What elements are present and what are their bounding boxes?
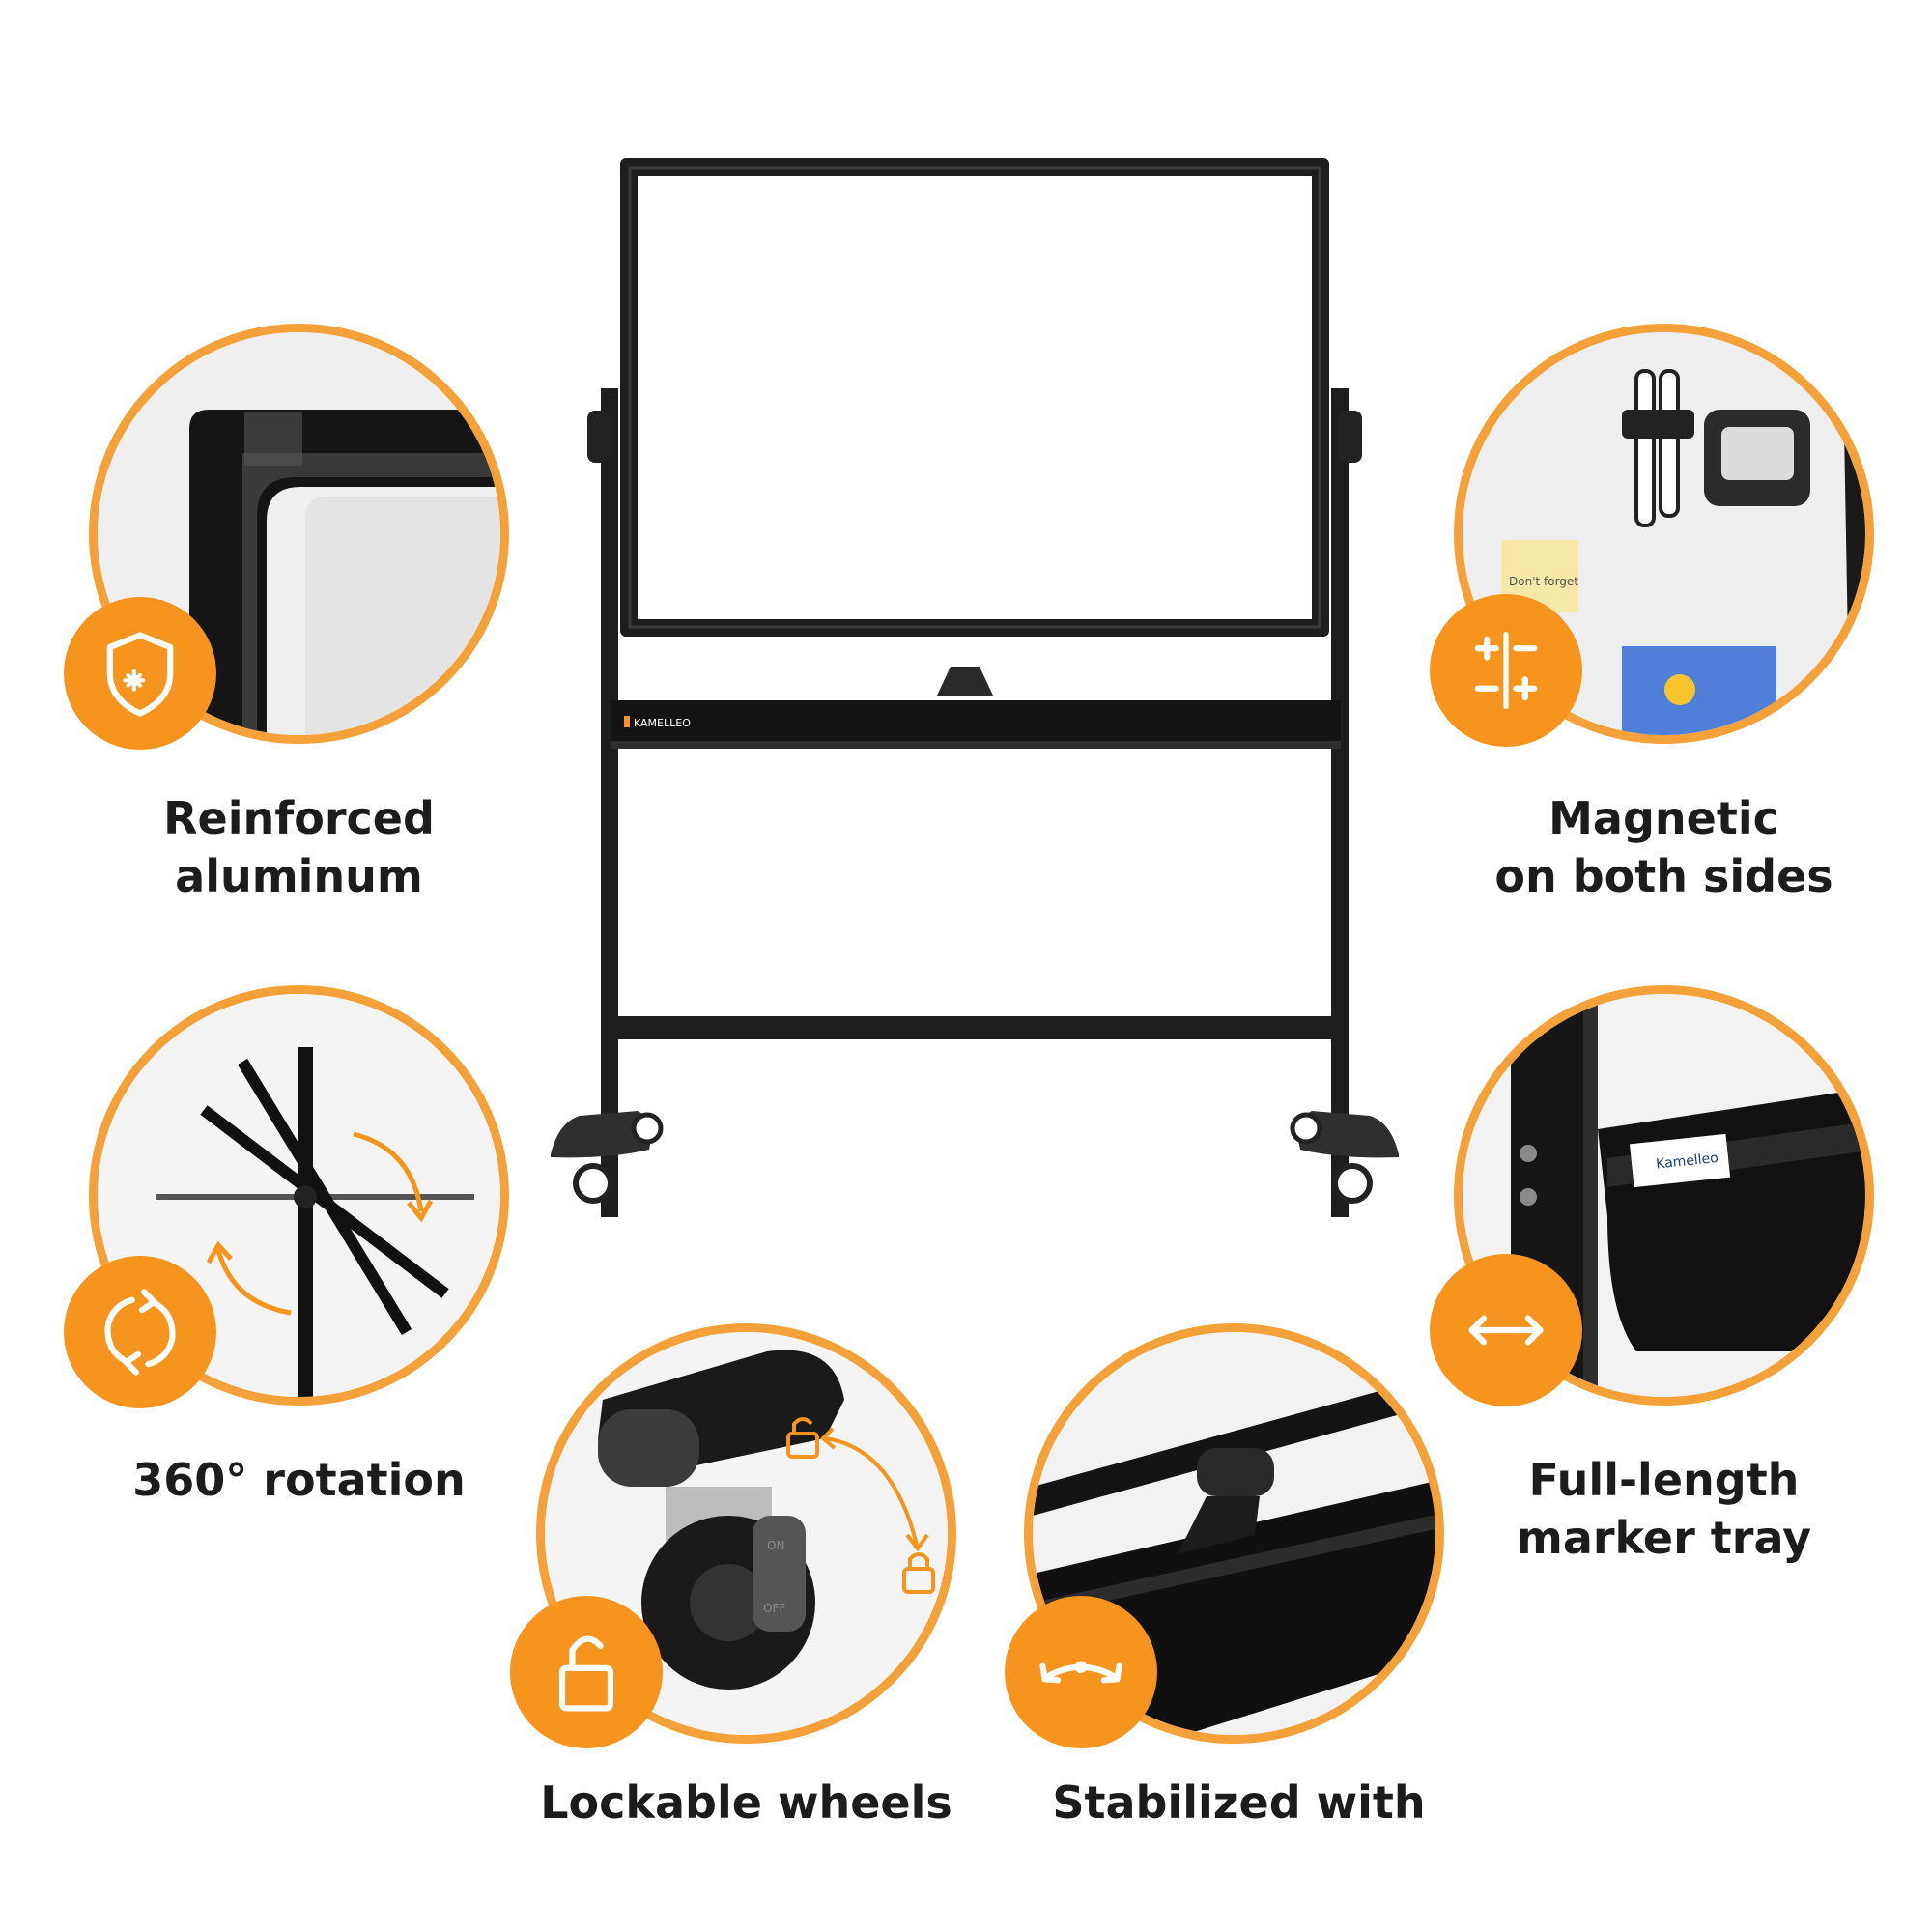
left-upright xyxy=(601,388,618,1217)
feature-label-line1: Full-length xyxy=(1528,1454,1800,1506)
lock-on-text: ON xyxy=(767,1539,784,1552)
feature-circle-aluminum xyxy=(89,324,509,744)
feature-label-line2: marker tray xyxy=(1516,1512,1812,1564)
feature-label-line1: Lockable wheels xyxy=(540,1776,952,1829)
left-foot xyxy=(551,1111,655,1158)
feature-label-line1: Reinforced xyxy=(163,792,435,844)
sticky-note-text: Don't forget xyxy=(1509,575,1578,588)
board-surface xyxy=(638,176,1312,619)
feature-label-magnetic: Magnetic on both sides xyxy=(1454,789,1874,905)
lower-crossbar xyxy=(611,1016,1341,1039)
feature-label-line1: Magnetic xyxy=(1548,792,1779,844)
feature-label-aluminum: Reinforced aluminum xyxy=(89,789,509,905)
feature-label-line1: Stabilized with xyxy=(1052,1776,1426,1829)
feature-badge-tray xyxy=(1430,1254,1582,1406)
feature-label-wheels: Lockable wheels xyxy=(502,1774,990,1832)
unlock-icon xyxy=(558,1635,614,1712)
right-upright xyxy=(1331,388,1349,1217)
feature-label-stabilized: Stabilized with xyxy=(995,1774,1483,1832)
feature-label-line2: on both sides xyxy=(1494,850,1833,902)
horizontal-arrows-icon xyxy=(1468,1315,1544,1346)
aluminum-corner-closeup xyxy=(98,332,500,735)
feature-badge-wheels xyxy=(510,1596,663,1748)
tray-brand-text: KAMELLEO xyxy=(634,717,691,729)
whiteboard-product-image: KAMELLEO xyxy=(551,158,1399,1217)
caster-wheels xyxy=(573,1112,1373,1204)
feature-badge-magnetic xyxy=(1430,594,1582,747)
feature-badge-rotation xyxy=(64,1256,216,1408)
feature-label-rotation: 360° rotation xyxy=(89,1451,509,1509)
feature-label-tray: Full-length marker tray xyxy=(1454,1451,1874,1567)
rotation-arrows-icon xyxy=(104,1289,176,1376)
feature-badge-aluminum xyxy=(64,597,216,750)
feature-label-line1: 360° rotation xyxy=(132,1454,466,1506)
feature-circle-wheels: ON OFF xyxy=(536,1323,956,1744)
marker-tray xyxy=(611,700,1341,741)
tray-brand-closeup-text: Kamelleo xyxy=(1656,1151,1719,1173)
lock-off-text: OFF xyxy=(763,1602,785,1615)
feature-label-line2: aluminum xyxy=(175,850,423,902)
feature-badge-stabilized xyxy=(1005,1596,1157,1748)
plus-minus-icon xyxy=(1474,631,1538,710)
shield-sparkle-icon xyxy=(106,632,174,717)
curved-arrows-icon xyxy=(1039,1661,1122,1684)
